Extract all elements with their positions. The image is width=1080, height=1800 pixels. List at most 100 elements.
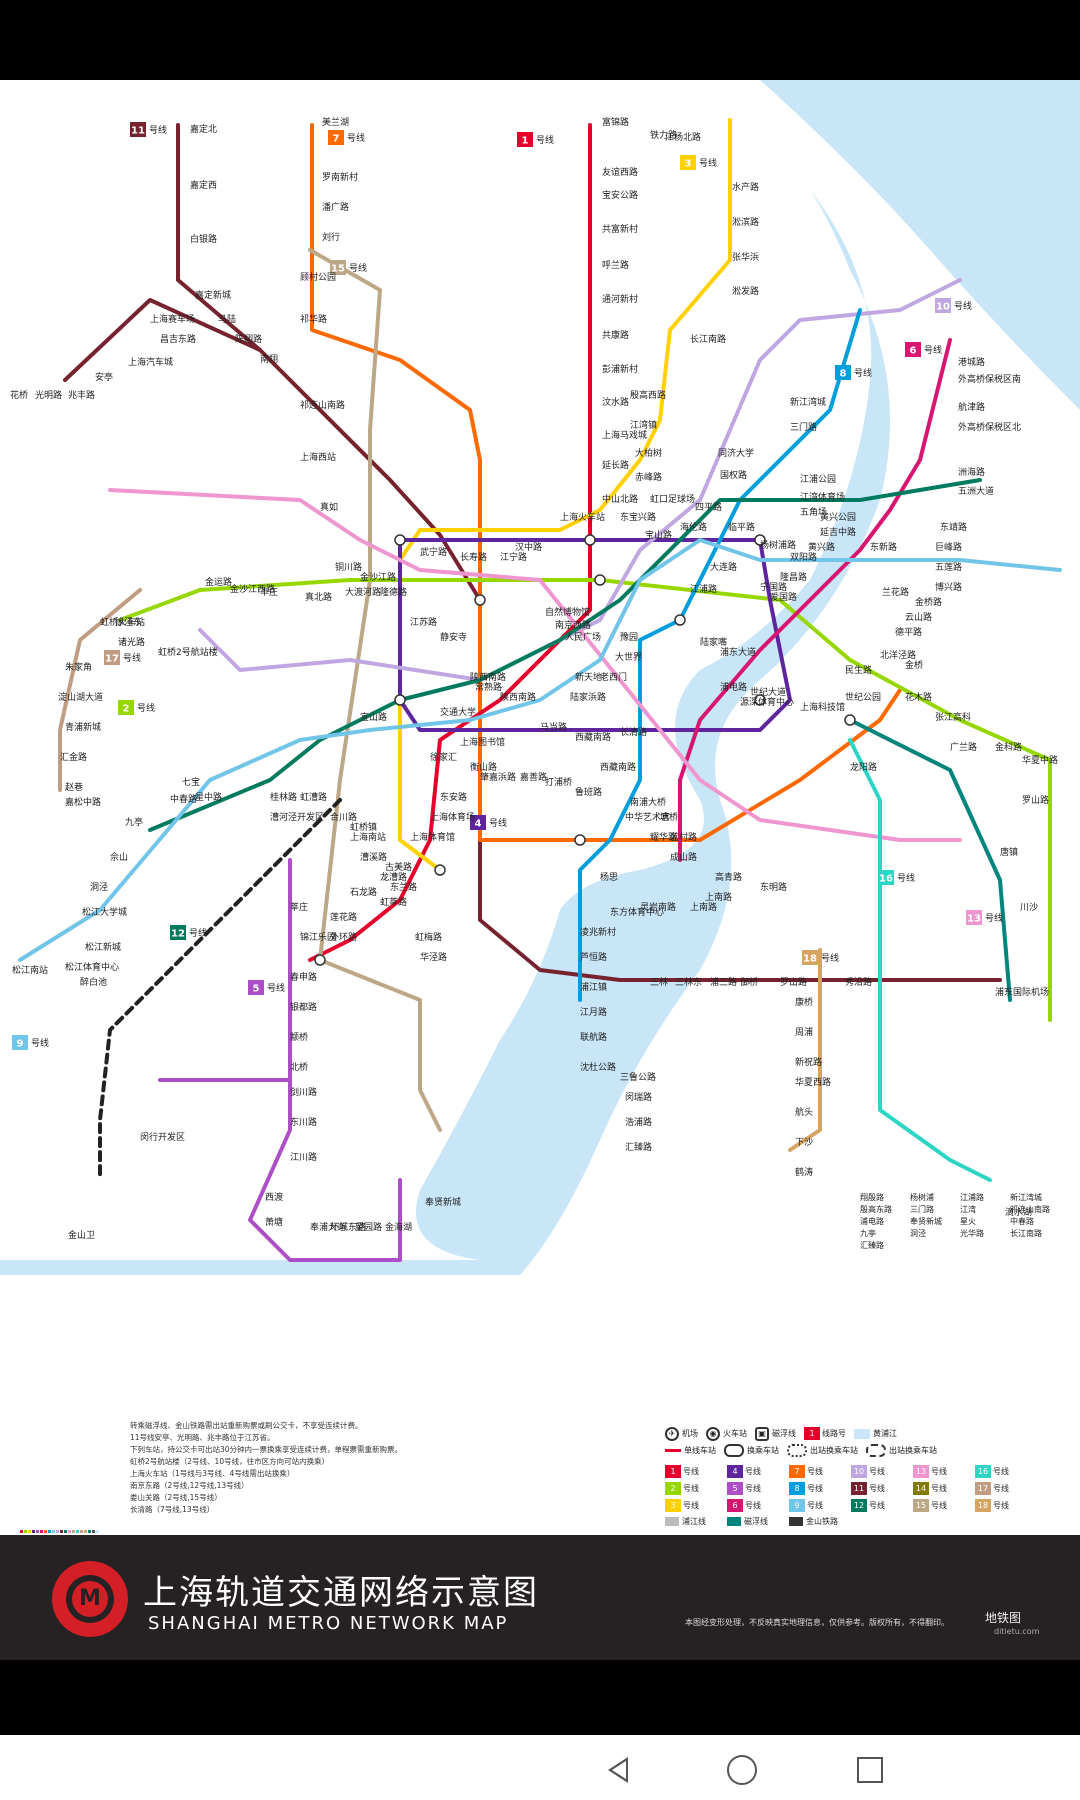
station-label-dongming-rd[interactable]: 东明路 xyxy=(760,881,787,893)
station-label-yingao-east[interactable]: 殷高东路 xyxy=(860,1204,892,1214)
station-label-shanghai-indoor[interactable]: 上海体育馆 xyxy=(410,831,455,843)
station-label-jinke-rd[interactable]: 金科路 xyxy=(995,741,1022,753)
station-label-sanlin-east[interactable]: 三林东 xyxy=(675,976,702,988)
station-label-jiangchuan-rd[interactable]: 江川路 xyxy=(290,1151,317,1163)
station-label-jinshajiang-rd[interactable]: 金沙江路 xyxy=(360,571,396,583)
station-label-songjiang-south[interactable]: 松江南站 xyxy=(12,964,48,976)
station-label-huizhen-rd[interactable]: 汇臻路 xyxy=(625,1141,652,1153)
station-marker[interactable] xyxy=(584,534,596,546)
station-label-zhaojiabang-rd[interactable]: 肇嘉浜路 xyxy=(480,771,516,783)
station-label-chenxianglu[interactable]: 陈翔路 xyxy=(235,333,262,345)
station-label-xinjiangwancheng[interactable]: 新江湾城 xyxy=(790,396,826,408)
station-label-huaxia-rd[interactable]: 华夏西路 xyxy=(795,1076,831,1088)
station-label-fengpu-avenue[interactable]: 奉浦大道 xyxy=(310,1221,346,1233)
station-label-zhoupu[interactable]: 周浦 xyxy=(795,1026,813,1038)
station-label-beiyangjing-rd[interactable]: 北洋泾路 xyxy=(880,649,916,661)
station-label-qilianshan-rd[interactable]: 祁连山南路 xyxy=(1010,1204,1050,1214)
station-marker[interactable] xyxy=(574,834,586,846)
station-label-luoshan-rd[interactable]: 罗山路 xyxy=(1022,794,1049,806)
station-label-baoshan-rd[interactable]: 宝山路 xyxy=(645,529,672,541)
station-label-luonanxincun[interactable]: 罗南新村 xyxy=(322,171,358,183)
station-label-nanpu-bridge[interactable]: 南浦大桥 xyxy=(630,796,666,808)
station-label-xujing-east[interactable]: 徐泾东 xyxy=(115,616,142,628)
station-label-hongxin-rd[interactable]: 虹莘路 xyxy=(380,896,407,908)
station-label-jinhai-lake[interactable]: 金海湖 xyxy=(385,1221,412,1233)
station-label-sanlu-highway[interactable]: 三鲁公路 xyxy=(620,1071,656,1083)
station-label-pudong-avenue[interactable]: 浦东大道 xyxy=(720,646,756,658)
station-marker[interactable] xyxy=(754,534,766,546)
station-label-beiqiao[interactable]: 北桥 xyxy=(290,1061,308,1073)
station-label-hetao[interactable]: 鹤涛 xyxy=(795,1166,813,1178)
station-label-people-square[interactable]: 人民广场 xyxy=(565,631,601,643)
station-label-longyang-rd[interactable]: 龙阳路 xyxy=(850,761,877,773)
station-label-xizang-nanlu[interactable]: 西藏南路 xyxy=(575,731,611,743)
station-label-hengshan-rd[interactable]: 衡山路 xyxy=(470,761,497,773)
station-label-aiguo-rd[interactable]: 爱国路 xyxy=(770,591,797,603)
station-label-donglan-rd[interactable]: 东兰路 xyxy=(390,881,417,893)
station-label-guilin-rd[interactable]: 桂林路 xyxy=(270,791,297,803)
station-label-hulan-rd[interactable]: 呼兰路 xyxy=(602,259,629,271)
station-label-xintiandi[interactable]: 新天地 xyxy=(575,671,602,683)
station-label-dongjing[interactable]: 洞泾 xyxy=(90,881,108,893)
station-label-dishui-lake[interactable]: 滴水湖 xyxy=(1005,1206,1032,1218)
station-label-luoshan[interactable]: 罗山路 xyxy=(780,976,807,988)
station-label-jiangyang-beilu[interactable]: 江杨北路 xyxy=(665,131,701,143)
station-label-zhongshan-beilu[interactable]: 中山北路 xyxy=(602,493,638,505)
station-label-liuhang[interactable]: 刘行 xyxy=(322,231,340,243)
station-label-haoshi-rd[interactable]: 浩浦路 xyxy=(625,1116,652,1128)
station-label-fengzhuang[interactable]: 丰庄 xyxy=(260,586,278,598)
station-label-yanji-zhonglu[interactable]: 延吉中路 xyxy=(820,526,856,538)
station-marker[interactable] xyxy=(754,694,766,706)
station-label-sanmen[interactable]: 三门路 xyxy=(910,1204,934,1214)
station-label-luban-rd[interactable]: 鲁班路 xyxy=(575,786,602,798)
station-marker[interactable] xyxy=(594,574,606,586)
station-label-zhaoxiang[interactable]: 赵巷 xyxy=(65,781,83,793)
station-label-gaoqing-rd[interactable]: 高青路 xyxy=(715,871,742,883)
station-label-guangminglu[interactable]: 光明路 xyxy=(35,389,62,401)
station-label-zhujiajiao[interactable]: 朱家角 xyxy=(65,661,92,673)
station-label-shanghai-stadium[interactable]: 上海体育场 xyxy=(430,811,475,823)
station-label-caoxi-rd[interactable]: 漕溪路 xyxy=(360,851,387,863)
station-label-shanghai-saichechang[interactable]: 上海赛车场 xyxy=(150,313,195,325)
station-label-pusan-rd[interactable]: 浦三路 xyxy=(710,976,737,988)
station-label-songjiang-xincheng[interactable]: 松江新城 xyxy=(85,941,121,953)
station-label-huangxing-park[interactable]: 黄兴公园 xyxy=(820,511,856,523)
station-label-songjiang-stadium[interactable]: 松江体育中心 xyxy=(65,961,119,973)
station-label-yangshupu[interactable]: 杨树浦 xyxy=(910,1192,934,1202)
station-label-hongqiao-railway[interactable]: 虹桥火车站 xyxy=(100,616,145,628)
station-label-meilanhu[interactable]: 美兰湖 xyxy=(322,116,349,128)
station-label-hejiangtang[interactable]: 合川路 xyxy=(330,811,357,823)
station-label-fengxian-xincheng[interactable]: 奉贤新城 xyxy=(425,1196,461,1208)
station-label-xiuyan-rd[interactable]: 秀沿路 xyxy=(845,976,872,988)
station-label-shilong-rd[interactable]: 石龙路 xyxy=(350,886,377,898)
station-label-pudian-rd[interactable]: 浦电路 xyxy=(720,681,747,693)
station-marker[interactable] xyxy=(434,864,446,876)
station-label-minsheng-rd[interactable]: 民生路 xyxy=(845,664,872,676)
station-label-dongjing-rd[interactable]: 东靖路 xyxy=(940,521,967,533)
station-label-jianchuan-rd[interactable]: 剑川路 xyxy=(290,1086,317,1098)
station-label-longde-rd[interactable]: 隆德路 xyxy=(380,586,407,598)
station-label-guanglan-rd[interactable]: 广兰路 xyxy=(950,741,977,753)
station-label-wangyuan-rd[interactable]: 望园路 xyxy=(355,1221,382,1233)
station-label-shanxi-nanlu[interactable]: 陕西南路 xyxy=(500,691,536,703)
station-label-guanghua-rd[interactable]: 光华路 xyxy=(960,1228,984,1238)
station-label-hongqiao-airport[interactable]: 虹桥2号航站楼 xyxy=(158,646,218,658)
station-label-qihualu[interactable]: 祁华路 xyxy=(300,313,327,325)
station-label-waigaoqiao-free-north[interactable]: 外高桥保税区北 xyxy=(958,421,1021,433)
station-label-songjiang-univ[interactable]: 松江大学城 xyxy=(82,906,127,918)
station-label-anting[interactable]: 安亭 xyxy=(95,371,113,383)
station-label-chunshen-rd[interactable]: 春申路 xyxy=(290,971,317,983)
station-label-jufeng-rd[interactable]: 巨峰路 xyxy=(935,541,962,553)
station-label-dongjing-stn[interactable]: 洞泾 xyxy=(910,1228,926,1238)
station-label-zhuguang-rd[interactable]: 诸光路 xyxy=(118,636,145,648)
station-label-pudong-airport[interactable]: 浦东国际机场 xyxy=(995,986,1049,998)
station-label-shanghai-qichecheng[interactable]: 上海汽车城 xyxy=(128,356,173,368)
station-label-youyixilu[interactable]: 友谊西路 xyxy=(602,166,638,178)
station-label-zhongchunlu[interactable]: 中春路 xyxy=(1010,1216,1034,1226)
station-label-songfa-rd[interactable]: 淞发路 xyxy=(732,285,759,297)
station-label-lujiazui[interactable]: 陆家嘴 xyxy=(700,636,727,648)
